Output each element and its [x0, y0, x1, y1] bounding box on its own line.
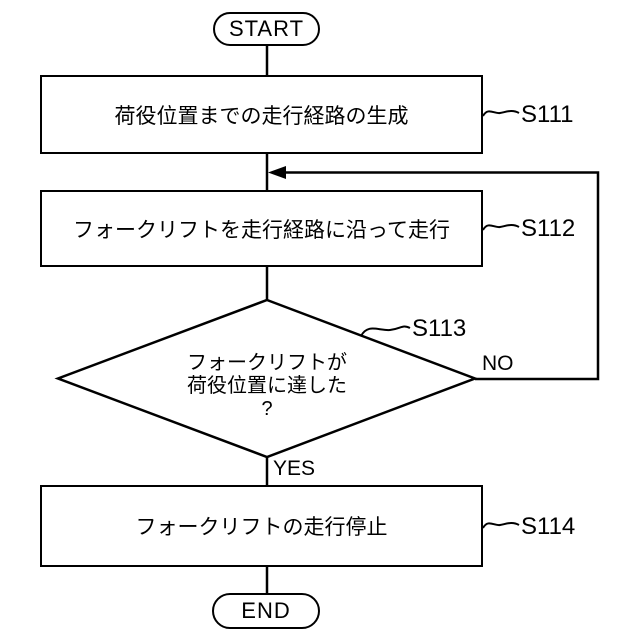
decision-s113-line3: ?	[261, 398, 273, 420]
start-label: START	[228, 16, 305, 41]
process-s114: フォークリフトの走行停止	[40, 485, 483, 567]
process-s111-text: 荷役位置までの走行経路の生成	[114, 104, 409, 128]
s114-leader-squiggle	[482, 521, 520, 529]
s111-leader-squiggle	[482, 109, 520, 117]
step-ref-s112: S112	[521, 215, 576, 242]
step-ref-s113: S113	[412, 315, 467, 342]
start-terminal: START	[213, 12, 320, 46]
decision-s113-line1: フォークリフトが	[187, 352, 347, 374]
process-s114-text: フォークリフトの走行停止	[135, 516, 388, 539]
end-label: END	[241, 598, 291, 623]
process-s112: フォークリフトを走行経路に沿って走行	[40, 190, 483, 267]
process-s111: 荷役位置までの走行経路の生成	[40, 75, 483, 154]
end-terminal: END	[212, 593, 320, 629]
decision-s113-line2: 荷役位置に達した	[187, 375, 347, 397]
no-loop-arrowhead-icon	[268, 166, 286, 179]
s113-leader-squiggle	[360, 325, 411, 337]
step-ref-s111: S111	[521, 101, 574, 128]
process-s112-text: フォークリフトを走行経路に沿って走行	[73, 218, 450, 242]
decision-s113-text: フォークリフトが 荷役位置に達した ?	[160, 352, 374, 421]
s112-leader-squiggle	[482, 223, 520, 231]
branch-label-no: NO	[482, 352, 514, 375]
no-loop-line	[272, 171, 600, 381]
step-ref-s114: S114	[521, 513, 576, 540]
branch-label-yes: YES	[273, 457, 316, 480]
